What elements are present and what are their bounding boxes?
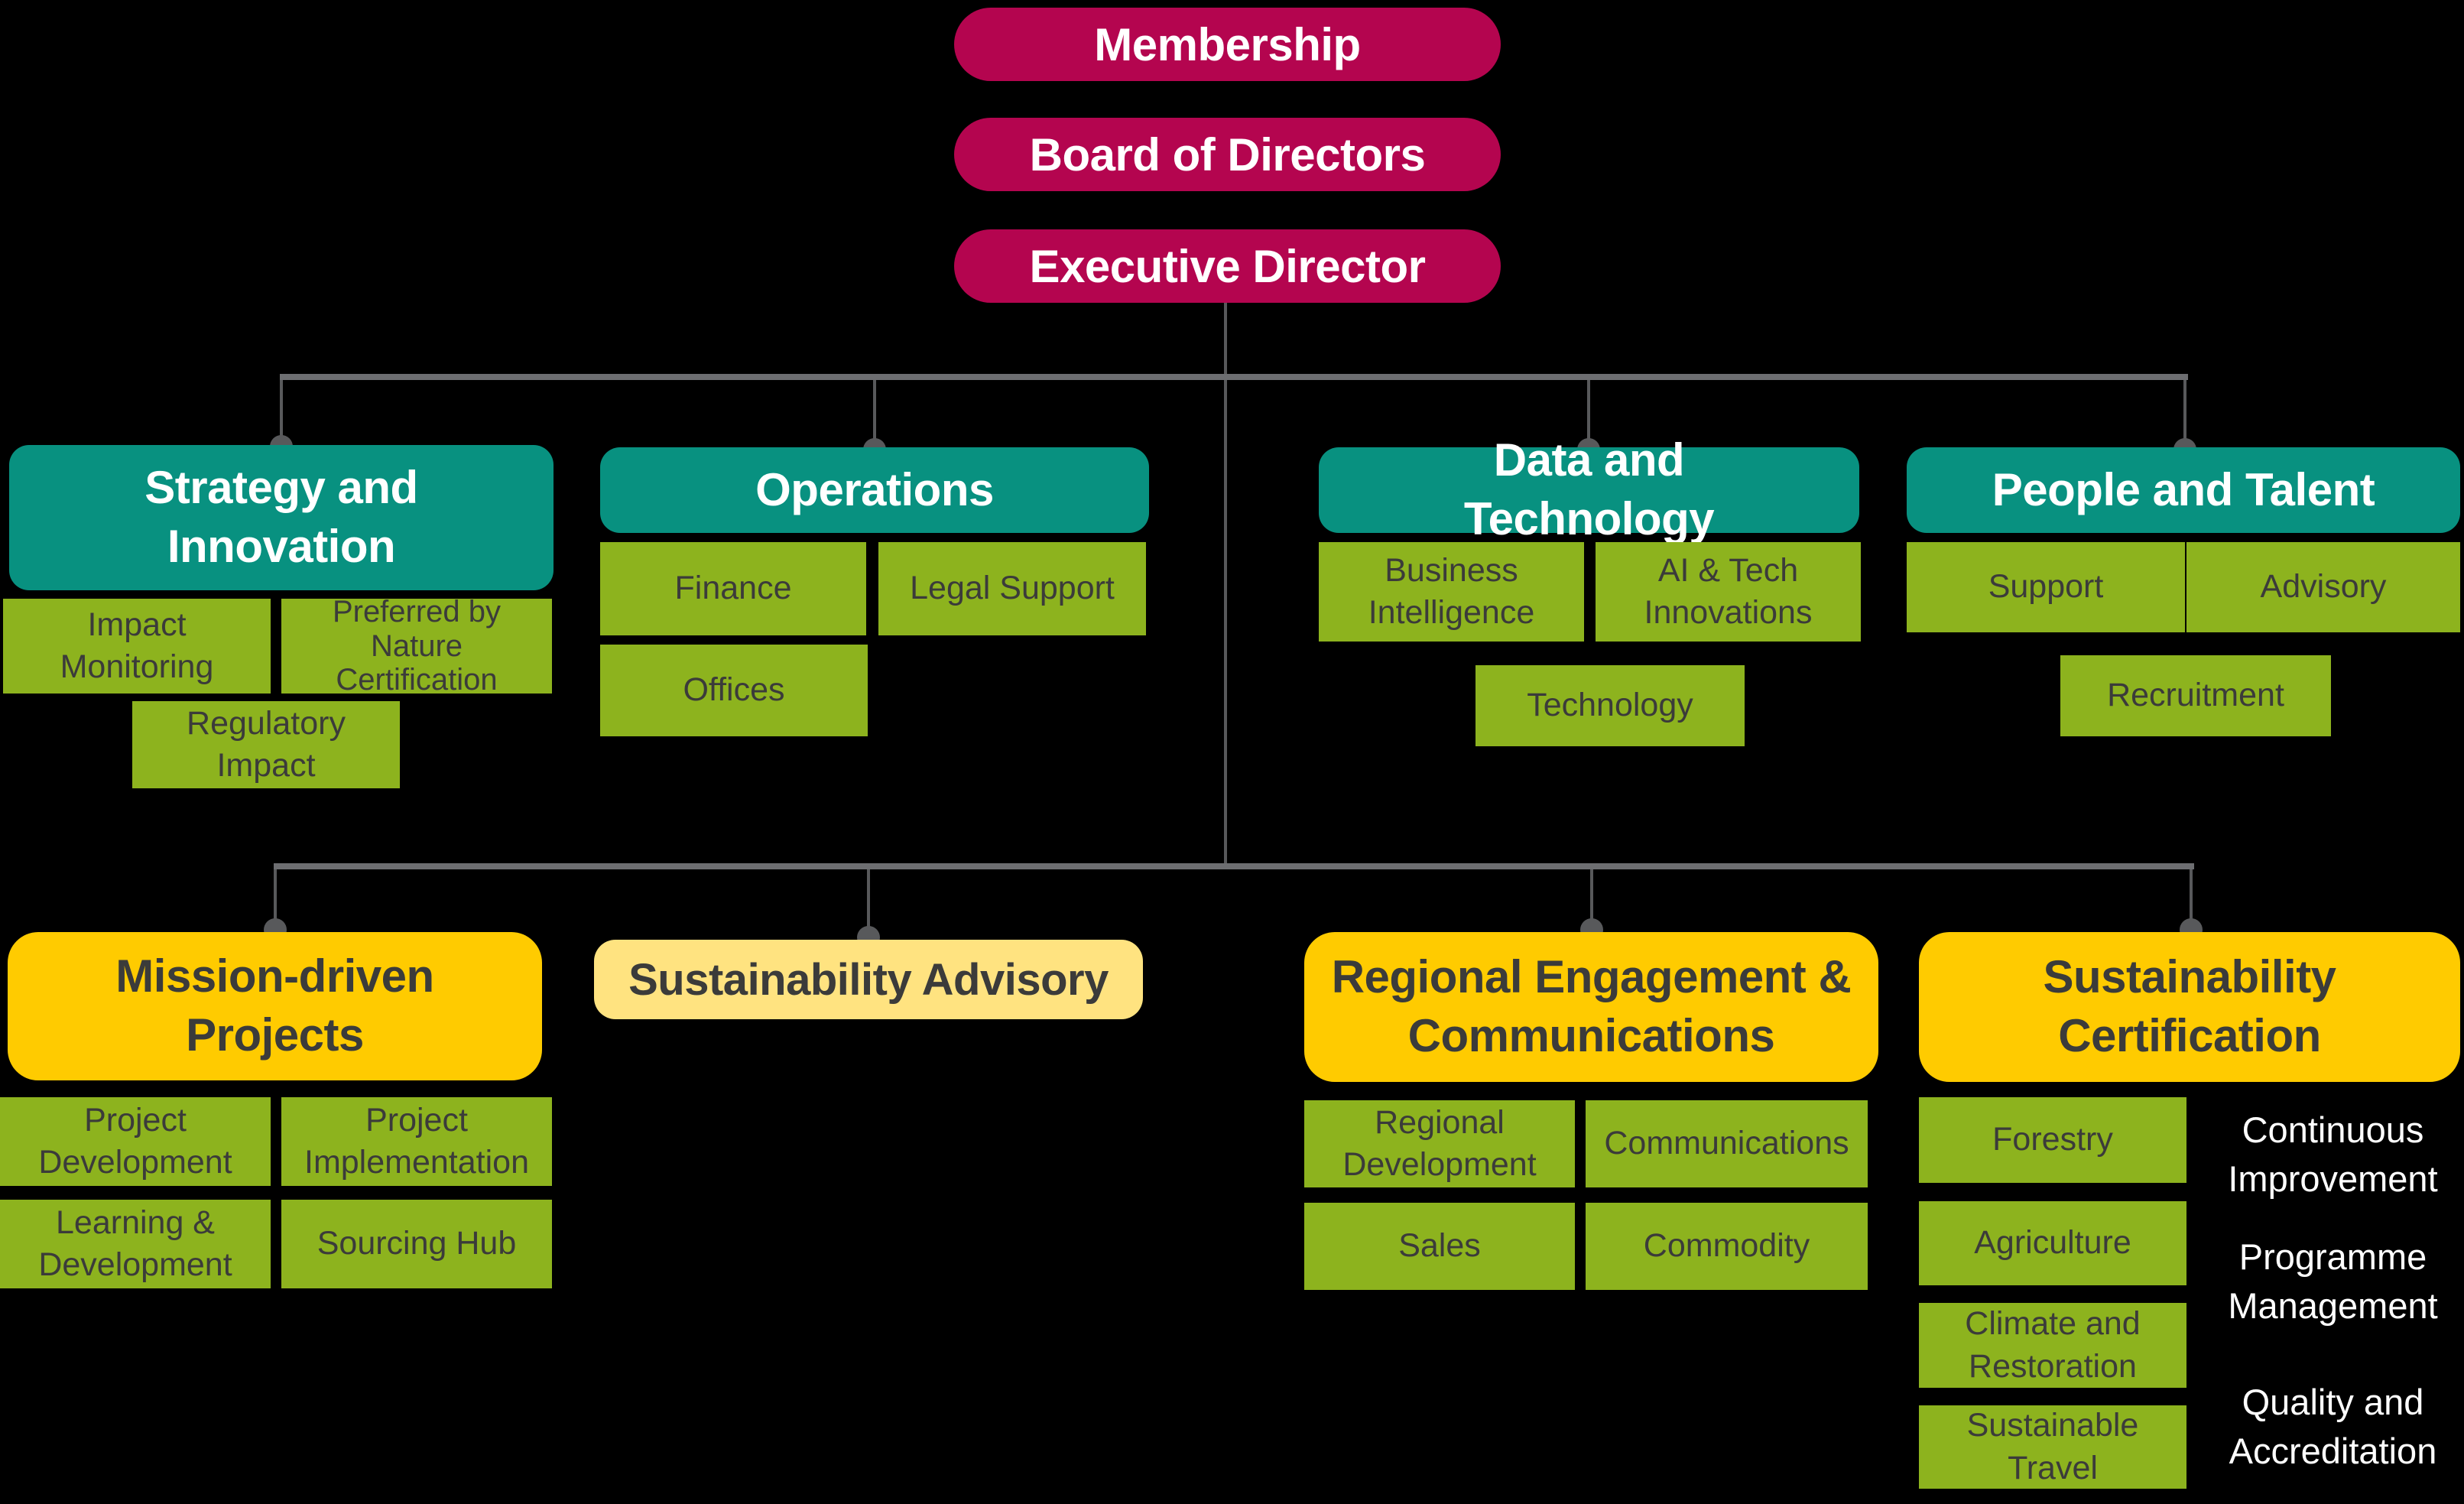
connector-line xyxy=(280,380,283,444)
side-label-continuous-improvement: Continuous Improvement xyxy=(2228,1109,2438,1199)
unit-business-intelligence: Business Intelligence xyxy=(1319,542,1584,642)
unit-commodity: Commodity xyxy=(1586,1203,1868,1290)
unit-impact-monitoring: Impact Monitoring xyxy=(3,599,271,694)
dept-mission-driven-projects: Mission-driven Projects xyxy=(8,932,542,1080)
unit-preferred-by-nature-certification: Preferred by Nature Certification xyxy=(281,595,552,697)
unit-legal-support: Legal Support xyxy=(878,542,1146,635)
pill-membership: Membership xyxy=(954,8,1501,81)
unit-finance: Finance xyxy=(600,542,866,635)
unit-project-implementation: Project Implementation xyxy=(281,1097,552,1186)
unit-project-development: Project Development xyxy=(0,1097,271,1186)
unit-ai-tech-innovations: AI & Tech Innovations xyxy=(1596,542,1861,642)
unit-climate-and-restoration: Climate and Restoration xyxy=(1919,1303,2186,1388)
dept-strategy-and-innovation: Strategy and Innovation xyxy=(9,445,554,590)
unit-regulatory-impact: Regulatory Impact xyxy=(132,701,400,788)
dept-data-and-technology: Data and Technology xyxy=(1319,434,1859,544)
unit-sales: Sales xyxy=(1304,1203,1575,1290)
connector-line xyxy=(2183,380,2186,447)
unit-offices: Offices xyxy=(600,645,868,736)
unit-forestry: Forestry xyxy=(1919,1097,2186,1183)
dept-people-and-talent: People and Talent xyxy=(1907,447,2460,533)
unit-advisory: Advisory xyxy=(2186,542,2460,632)
connector-line xyxy=(2190,869,2193,929)
unit-communications: Communications xyxy=(1586,1100,1868,1187)
unit-sourcing-hub: Sourcing Hub xyxy=(281,1200,552,1288)
unit-learning-development: Learning & Development xyxy=(0,1200,271,1288)
unit-regional-development: Regional Development xyxy=(1304,1100,1575,1187)
dept-regional-engagement-communications: Regional Engagement & Communications xyxy=(1304,932,1878,1082)
connector-line xyxy=(873,380,876,447)
unit-recruitment: Recruitment xyxy=(2060,655,2331,736)
connector-line xyxy=(274,869,277,929)
side-label-programme-management: Programme Management xyxy=(2228,1236,2438,1326)
connector-line xyxy=(280,374,2188,380)
dept-sustainability-certification: Sustainability Certification xyxy=(1919,932,2460,1082)
dept-sustainability-advisory: Sustainability Advisory xyxy=(594,940,1143,1019)
side-label-quality-and-accreditation: Quality and Accreditation xyxy=(2229,1382,2437,1471)
connector-line xyxy=(1587,380,1590,447)
pill-board-of-directors: Board of Directors xyxy=(954,118,1501,191)
connector-line xyxy=(1224,380,1227,865)
unit-technology: Technology xyxy=(1475,665,1745,746)
connector-line xyxy=(1224,303,1227,375)
unit-agriculture: Agriculture xyxy=(1919,1201,2186,1285)
pill-executive-director: Executive Director xyxy=(954,229,1501,303)
connector-line xyxy=(1590,869,1593,929)
unit-support: Support xyxy=(1907,542,2185,632)
dept-operations: Operations xyxy=(600,447,1149,533)
connector-line xyxy=(274,863,2194,869)
unit-sustainable-travel: Sustainable Travel xyxy=(1919,1405,2186,1489)
connector-line xyxy=(867,869,870,937)
